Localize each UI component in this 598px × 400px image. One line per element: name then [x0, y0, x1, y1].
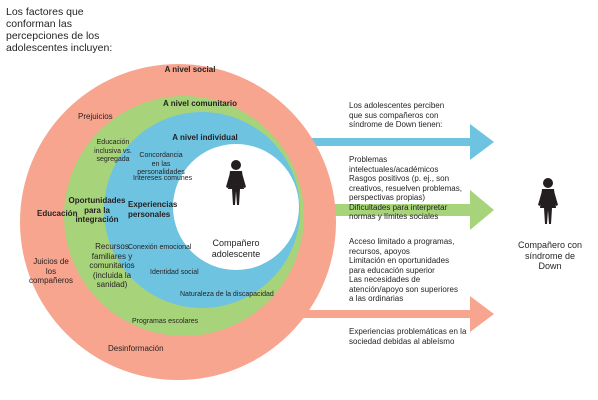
- intro-text: Los factores que conforman las percepcio…: [6, 6, 113, 54]
- person-icon: [226, 160, 246, 205]
- label-naturaleza: Naturaleza de la discapacidad: [180, 291, 274, 298]
- label-recursos: Recursos familiares y comunitarios (incl…: [89, 242, 135, 289]
- blue-arrow: [285, 124, 494, 160]
- label-conexion: Conexión emocional: [128, 244, 192, 251]
- label-educacion-inclusiva: Educación inclusiva vs. segregada: [94, 139, 132, 163]
- person-icon: [538, 178, 558, 224]
- label-concordancia: Concordancia en las personalidades: [137, 152, 185, 176]
- center-circle: [173, 144, 299, 270]
- ring-title-individual: A nivel individual: [172, 133, 238, 142]
- ring-title-comunitario: A nivel comunitario: [163, 99, 237, 108]
- perceive-text: Los adolescentes perciben que sus compañ…: [349, 101, 445, 129]
- green-arrow: [290, 190, 494, 230]
- label-juicios: Juicios de los compañeros: [28, 257, 74, 285]
- label-programas: Programas escolares: [132, 318, 199, 325]
- salmon-list: Experiencias problemáticas en la socieda…: [349, 327, 467, 346]
- label-desinformacion: Desinformación: [108, 344, 164, 353]
- label-prejuicios: Prejuicios: [78, 112, 113, 121]
- label-intereses: Intereses comunes: [133, 175, 193, 182]
- label-companero-down: Compañero con síndrome de Down: [517, 240, 583, 271]
- blue-list: Problemas intelectuales/académicos Rasgo…: [349, 155, 462, 221]
- label-educacion: Educación: [37, 209, 78, 218]
- ring-title-social: A nivel social: [164, 65, 216, 74]
- label-identidad: Identidad social: [150, 269, 199, 276]
- label-experiencias: Experiencias personales: [128, 200, 178, 219]
- salmon-arrow: [290, 296, 494, 332]
- label-oportunidades: Oportunidades para la integración: [68, 196, 126, 224]
- label-companero-adolescente: Compañero adolescente: [211, 238, 261, 259]
- green-list: Acceso limitado a programas, recursos, a…: [349, 237, 458, 303]
